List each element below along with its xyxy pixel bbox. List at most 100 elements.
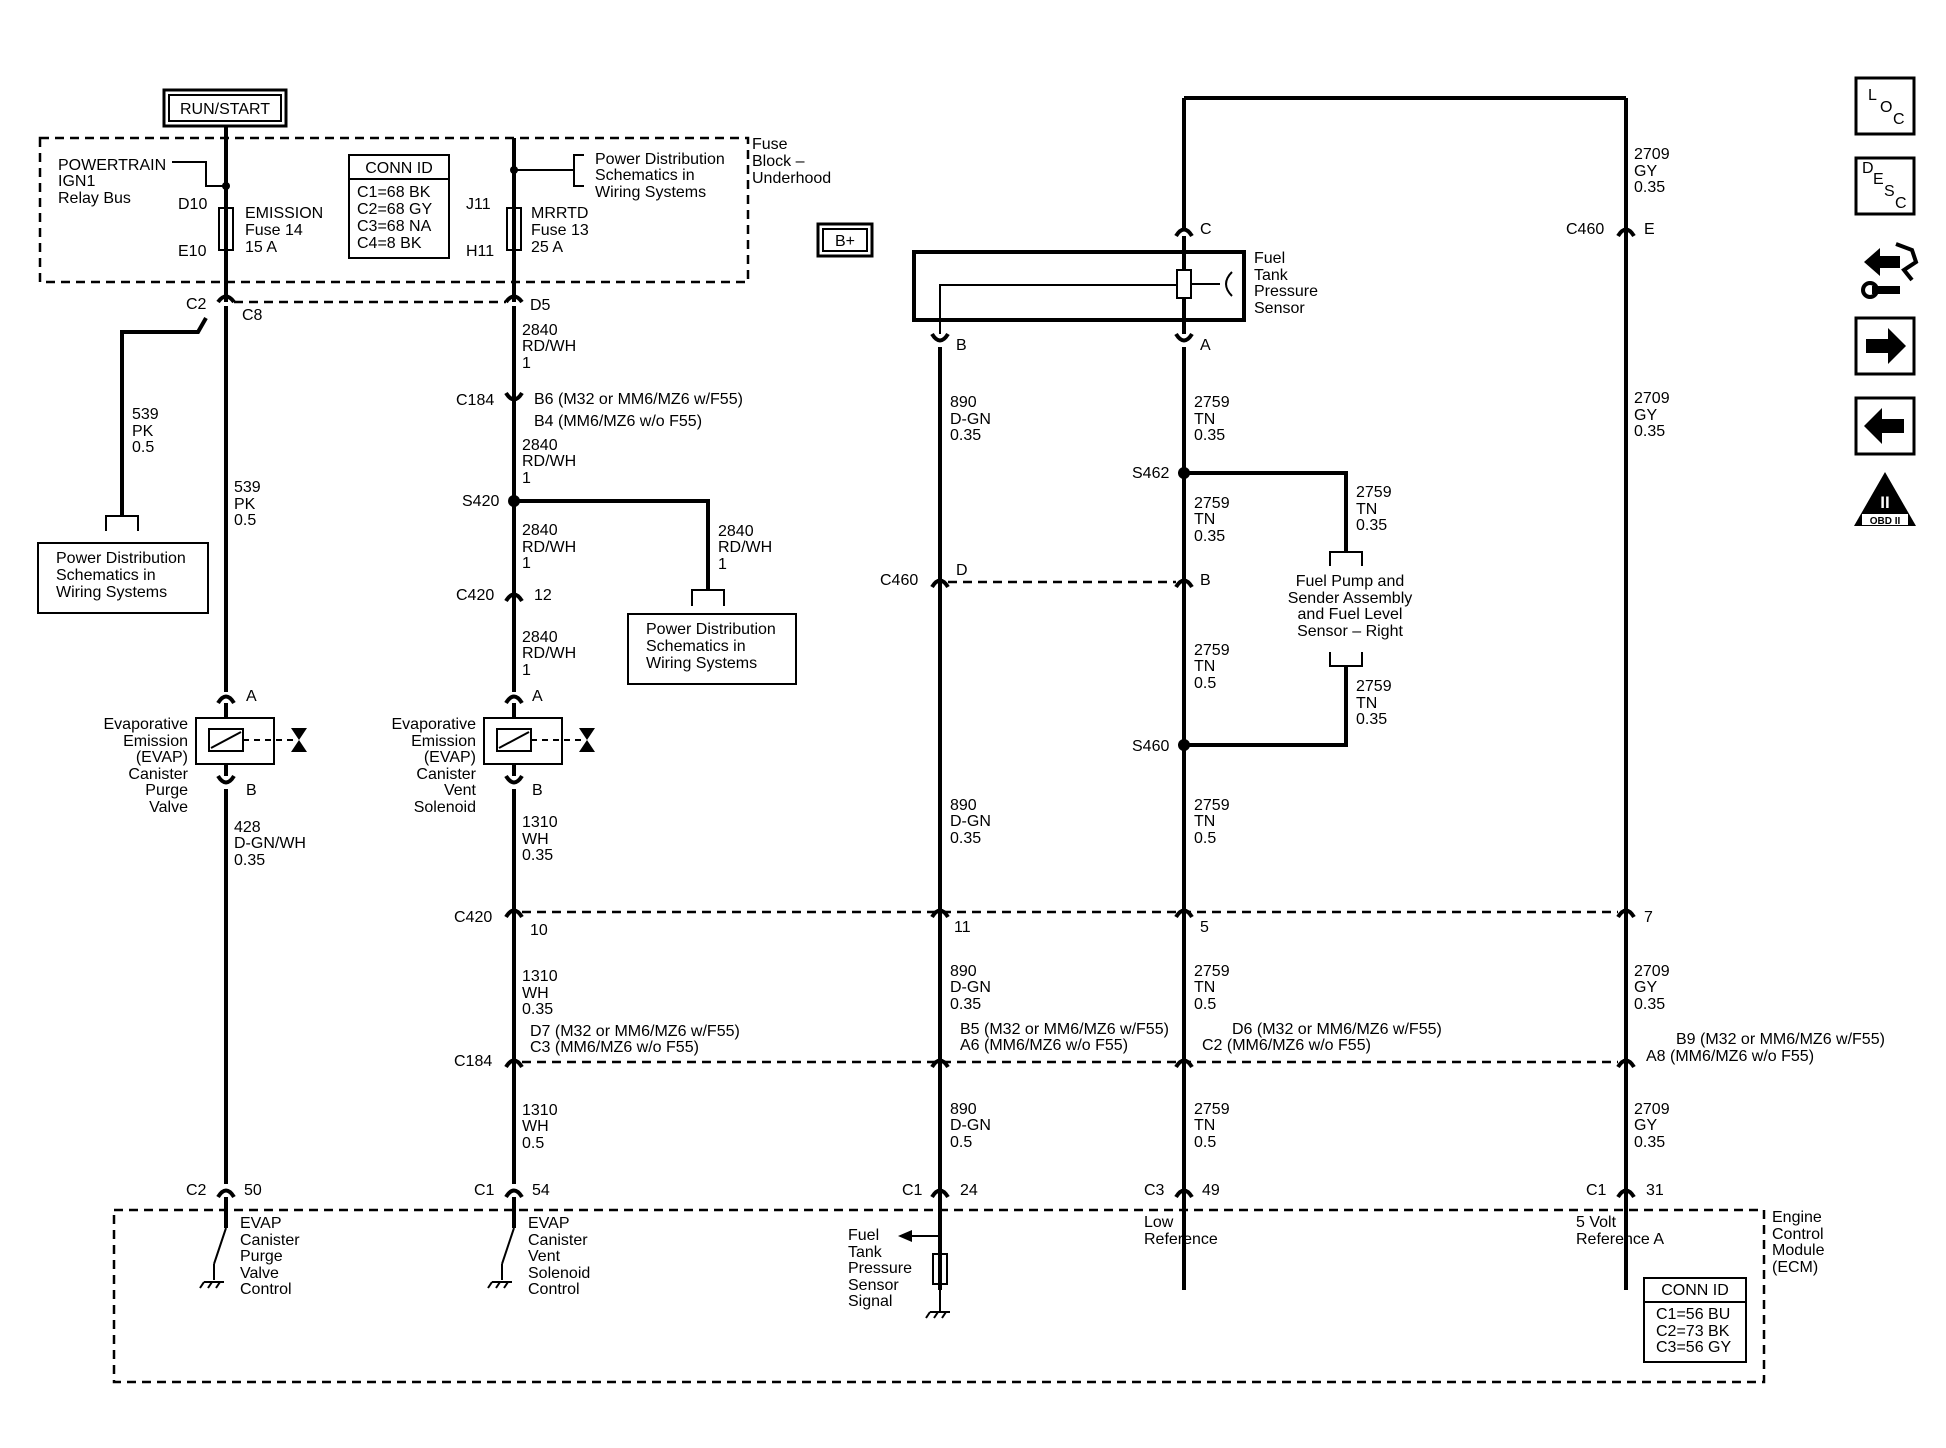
svg-text:0.35: 0.35 [1356,711,1387,728]
fuse-block-conn-id-title: CONN ID [365,160,433,177]
ecm-ftps-resistor [932,1253,948,1285]
connector-c8-label: C8 [242,307,263,324]
svg-text:2759: 2759 [1194,394,1230,411]
svg-text:C1=68 BK: C1=68 BK [357,184,431,201]
obd-ii-icon[interactable]: II OBD II [1854,472,1916,527]
svg-text:C3=68 NA: C3=68 NA [357,218,432,235]
wire-539-branch [120,317,208,516]
svg-text:0.35: 0.35 [1634,179,1665,196]
svg-text:TN: TN [1194,979,1215,996]
connector-c420b-pin-1: 10 [530,922,548,939]
wire-1310-label-2: 1310 WH 0.35 [522,968,558,1018]
connector-c460a-label: C460 [1566,221,1604,238]
svg-text:1: 1 [522,470,531,487]
ecm-ftps-ground-icon [925,1311,950,1319]
svg-text:Canister: Canister [240,1232,300,1249]
desc-icon[interactable]: D E S C [1854,156,1916,216]
svg-text:Solenoid: Solenoid [528,1265,590,1282]
back-arrow-icon[interactable] [1854,396,1916,456]
svg-text:Wiring Systems: Wiring Systems [646,655,757,672]
connector-c420a-label: C420 [456,587,494,604]
svg-text:Wiring Systems: Wiring Systems [595,184,706,201]
svg-text:1: 1 [522,555,531,572]
connector-repair-icon[interactable] [1861,242,1919,299]
svg-text:GY: GY [1634,163,1657,180]
svg-text:EMISSION: EMISSION [245,205,323,222]
ecm-vent-control-label: EVAP Canister Vent Solenoid Control [528,1215,590,1298]
svg-text:Power Distribution: Power Distribution [56,550,186,567]
svg-text:B9 (M32 or MM6/MZ6 w/F55): B9 (M32 or MM6/MZ6 w/F55) [1676,1031,1885,1048]
connector-c420a-pin: 12 [534,587,552,604]
loc-icon[interactable]: L O C [1854,76,1916,136]
ecm-5v-reference-label: 5 Volt Reference A [1576,1214,1664,1248]
pd-mid-bracket [691,589,725,606]
svg-text:2840: 2840 [522,437,558,454]
svg-text:A8 (MM6/MZ6 w/o F55): A8 (MM6/MZ6 w/o F55) [1646,1048,1814,1065]
connector-c460b-label: C460 [880,572,918,589]
ecm-c3-label: C3 [1144,1182,1165,1199]
svg-text:Emission: Emission [411,733,476,750]
purge-valve-box [195,717,275,765]
ecm-conn-id-rows: C1=56 BU C2=73 BK C3=56 GY [1656,1306,1731,1356]
next-arrow-icon[interactable] [1854,316,1916,376]
svg-text:0.5: 0.5 [1194,1134,1216,1151]
wire-2840-branch [514,499,710,590]
vent-solenoid-icon [579,728,595,752]
svg-text:Tank: Tank [1254,267,1289,284]
svg-text:1310: 1310 [522,814,558,831]
svg-text:Evaporative: Evaporative [392,716,477,733]
connector-c184b-symbol-1 [504,1058,524,1069]
svg-text:0.35: 0.35 [522,847,553,864]
splice-s460 [1178,739,1190,751]
fuse-14-pin-in: D10 [178,196,207,213]
connector-c184a-pins: B6 (M32 or MM6/MZ6 w/F55) B4 (MM6/MZ6 w/… [534,391,743,430]
svg-text:0.35: 0.35 [1356,517,1387,534]
vent-solenoid-coil-slash [498,731,530,749]
svg-text:(EVAP): (EVAP) [136,749,188,766]
svg-text:B4 (MM6/MZ6 w/o F55): B4 (MM6/MZ6 w/o F55) [534,413,702,430]
svg-text:Control: Control [240,1281,292,1298]
svg-text:Sensor – Right: Sensor – Right [1297,623,1403,640]
ftps-pin-a-symbol [1174,332,1194,343]
svg-text:Emission: Emission [123,733,188,750]
svg-text:Underhood: Underhood [752,170,831,187]
svg-text:Sender Assembly: Sender Assembly [1288,590,1413,607]
svg-text:EVAP: EVAP [528,1215,570,1232]
svg-text:Tank: Tank [848,1244,883,1261]
svg-text:D6 (M32 or MM6/MZ6 w/F55): D6 (M32 or MM6/MZ6 w/F55) [1232,1021,1442,1038]
wire-1310-label-3: 1310 WH 0.5 [522,1102,558,1152]
svg-text:TN: TN [1194,511,1215,528]
ecm-c1a-pin: 54 [532,1182,550,1199]
wire-2709-label-4: 2709 GY 0.35 [1634,1101,1670,1151]
svg-text:RD/WH: RD/WH [522,338,576,355]
wire-2840-label-2: 2840 RD/WH 1 [522,437,576,487]
ecm-vent-ground-icon [487,1281,512,1289]
svg-text:890: 890 [950,963,977,980]
ecm-low-reference-label: Low Reference [1144,1214,1218,1248]
svg-text:(EVAP): (EVAP) [424,749,476,766]
ftps-pin-a-label: A [1200,337,1211,354]
ecm-c1a-label: C1 [474,1182,495,1199]
wire-539-main-label: 539 PK 0.5 [234,479,261,529]
svg-text:POWERTRAIN: POWERTRAIN [58,157,166,174]
svg-text:IGN1: IGN1 [58,173,95,190]
svg-text:1310: 1310 [522,1102,558,1119]
ftps-sensor-element [1176,269,1192,299]
fuse-13-label: MRRTD Fuse 13 25 A [531,205,589,256]
svg-text:Control: Control [528,1281,580,1298]
connector-c2-label: C2 [186,296,207,313]
ecm-c1c-label: C1 [1586,1182,1607,1199]
svg-text:TN: TN [1356,501,1377,518]
svg-text:Reference: Reference [1144,1231,1218,1248]
ecm-c1c-symbol [1616,1188,1636,1199]
wire-2709-label-1: 2709 GY 0.35 [1634,146,1670,196]
svg-text:C: C [1893,111,1905,128]
bplus-label-inner [822,228,868,252]
bplus-label: B+ [835,233,855,250]
wire-2759-label-6: 2759 TN 0.5 [1194,1101,1230,1151]
ftps-pressure-port [1225,271,1233,297]
wire-2759-fuel-pump-lower [1184,666,1348,747]
connector-c420b-pin-2: 11 [954,919,971,936]
ecm-c2-pin: 50 [244,1182,262,1199]
svg-text:1: 1 [522,662,531,679]
